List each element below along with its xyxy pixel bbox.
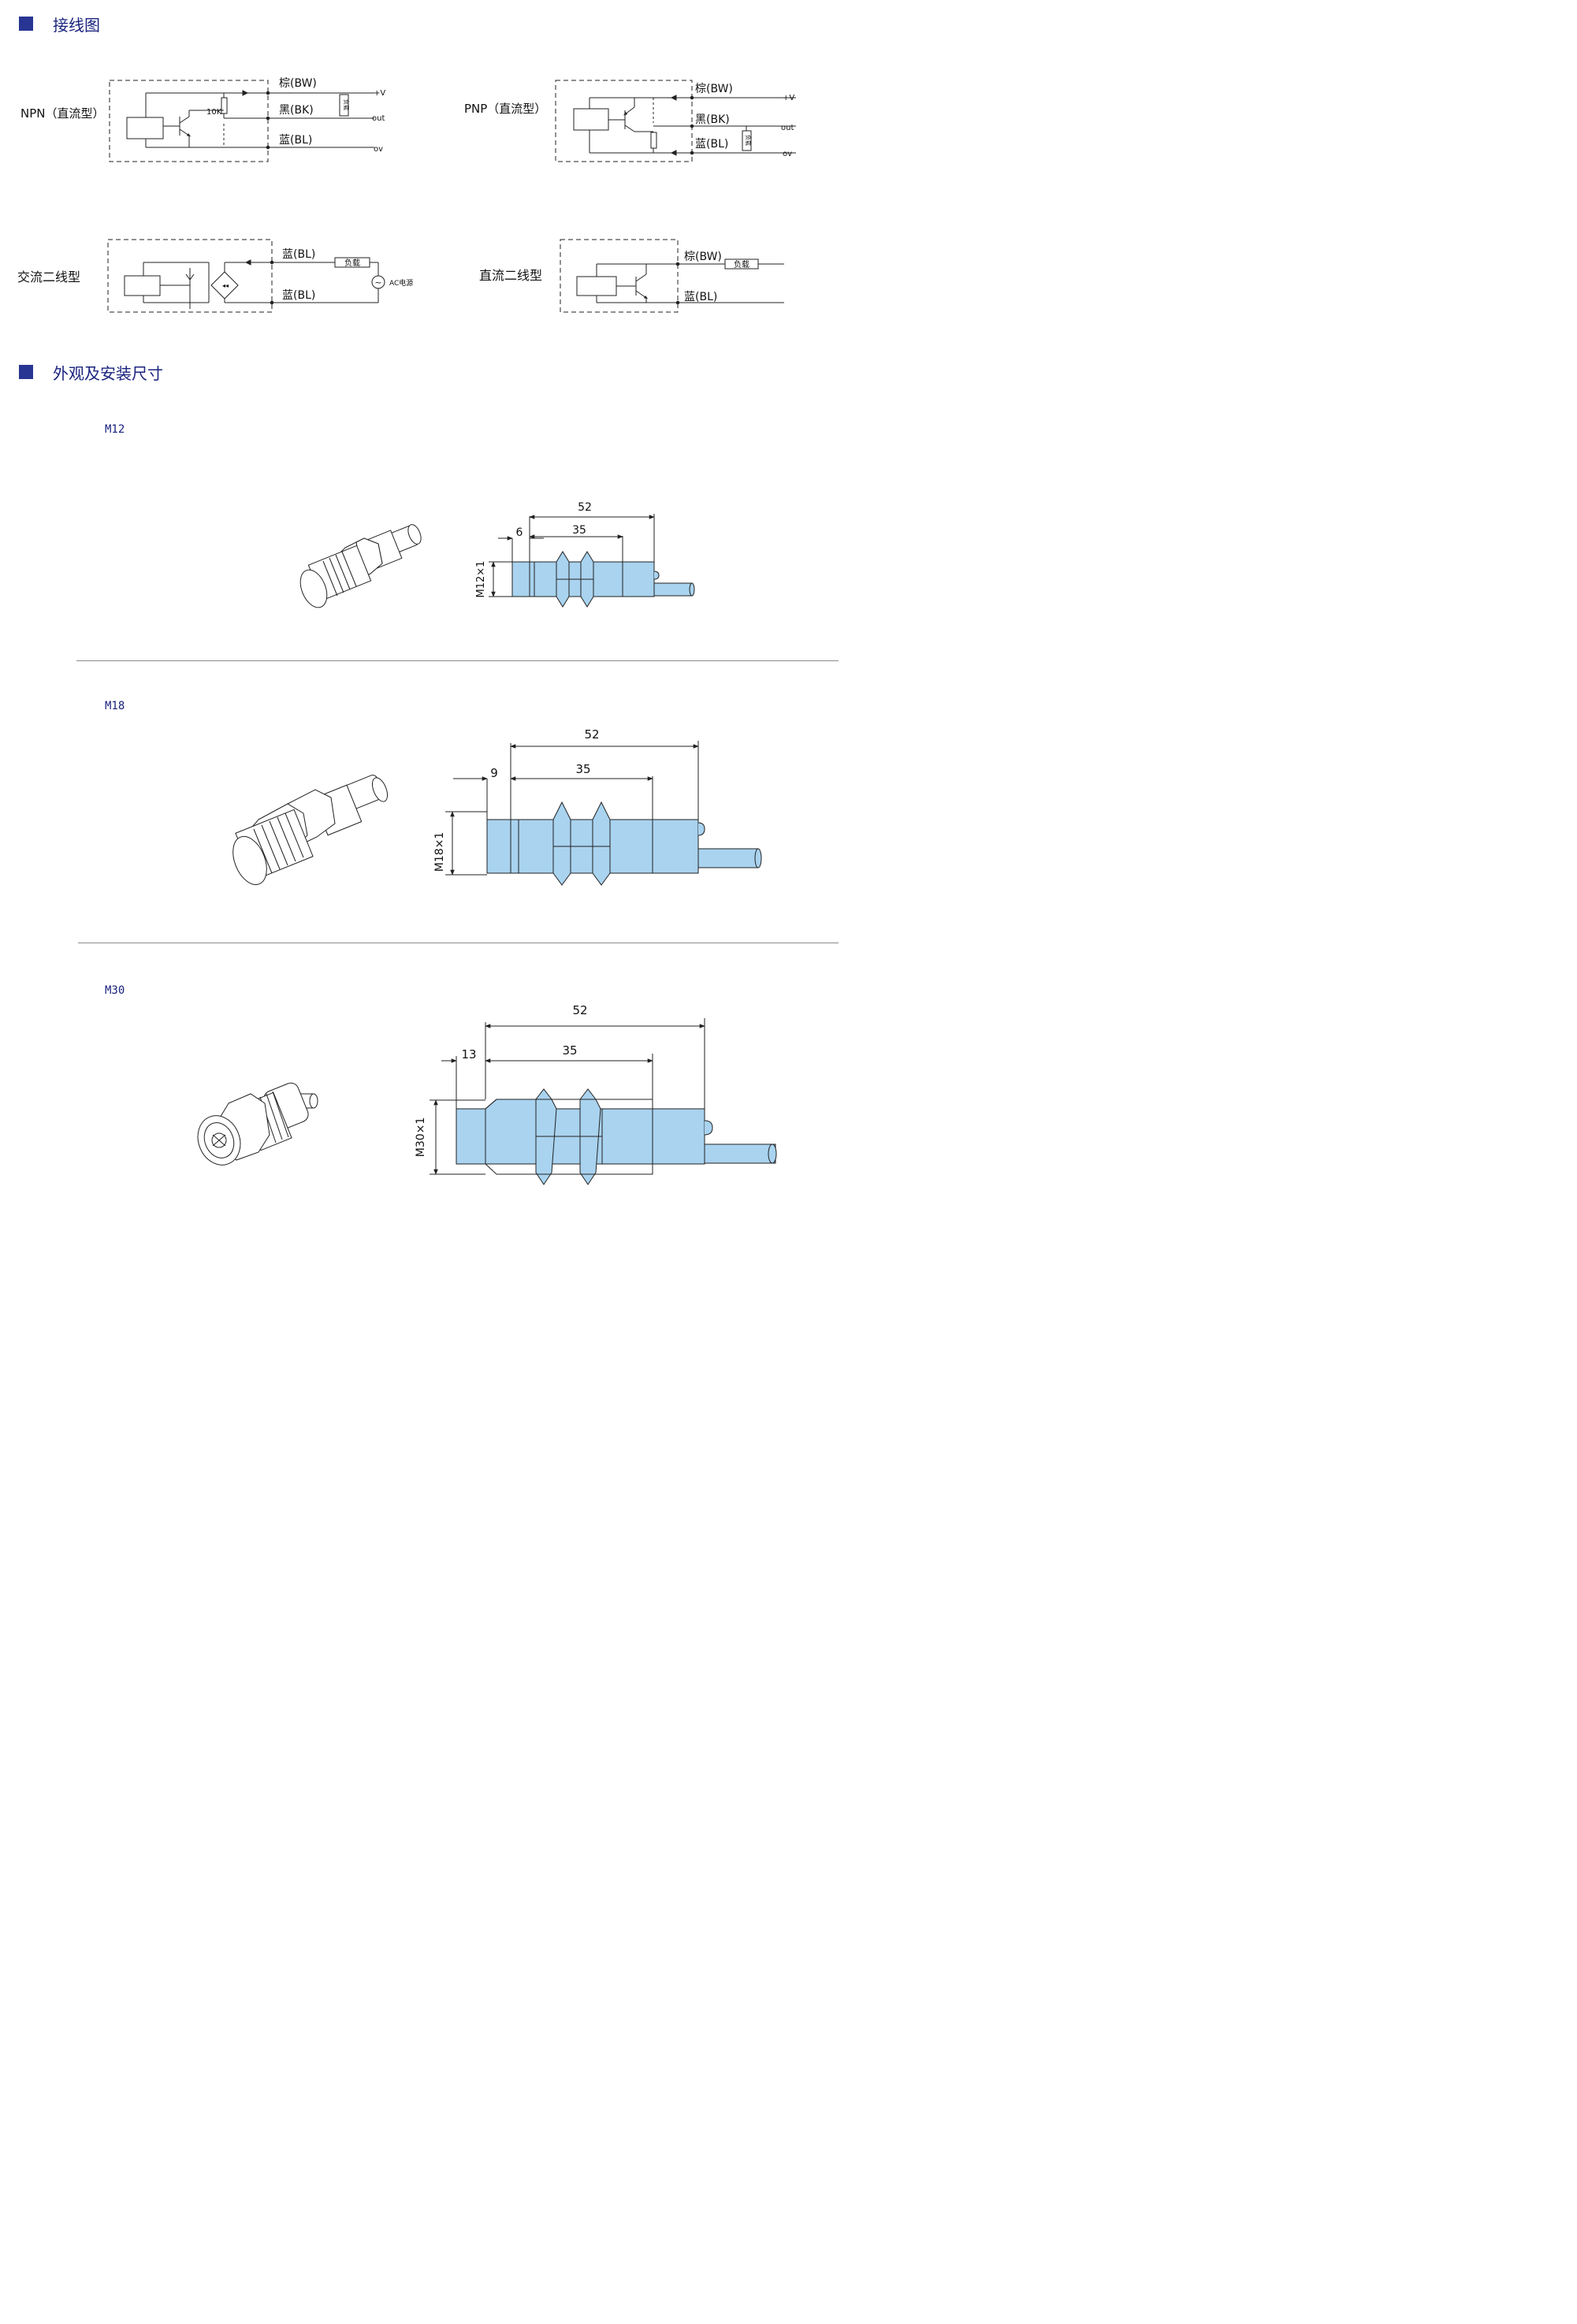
load-label: 负载 bbox=[734, 259, 749, 270]
dim-overall-length: 52 bbox=[584, 727, 599, 742]
wire-label-black: 黑(BK) bbox=[279, 104, 314, 117]
dim-thread: M18×1 bbox=[433, 832, 446, 872]
npn-wiring-diagram: NPN（直流型） 10K 棕(BW) 黑(BK) 蓝(BL) 负载 +V out… bbox=[20, 77, 385, 162]
wire-label-blue-top: 蓝(BL) bbox=[282, 248, 315, 261]
ac-two-wire-diagram: 交流二线型 ◂◂ ~ 蓝(BL) 蓝(BL) 负载 AC电源 bbox=[17, 239, 413, 313]
m12-dimension-drawing: 52 35 6 M12×1 bbox=[475, 501, 695, 608]
terminal-ov: ov bbox=[783, 150, 792, 158]
divider bbox=[76, 660, 839, 661]
wire-label-black: 黑(BK) bbox=[695, 113, 730, 126]
dim-front-length: 6 bbox=[516, 526, 523, 539]
terminal-ov: ov bbox=[374, 145, 383, 154]
dim-overall-length: 52 bbox=[578, 501, 592, 514]
diagram-canvas: NPN（直流型） 10K 棕(BW) 黑(BK) 蓝(BL) 负载 +V out… bbox=[17, 77, 796, 1185]
load-label: 负载 bbox=[343, 99, 350, 110]
load-label: 负载 bbox=[745, 135, 752, 146]
ac-oscillator-block bbox=[124, 275, 161, 296]
ac-source-symbol-label: ~ bbox=[374, 277, 381, 288]
dim-overall-length: 52 bbox=[572, 1003, 587, 1017]
ac-source-symbol bbox=[371, 275, 385, 289]
bullet-square-icon bbox=[19, 17, 33, 31]
ac-source-label: AC电源 bbox=[389, 278, 413, 288]
m12-sensor-illustration bbox=[299, 524, 422, 608]
section-header-dimensions: 外观及安装尺寸 bbox=[19, 363, 163, 383]
section-title: 外观及安装尺寸 bbox=[53, 363, 163, 383]
npn-oscillator-block bbox=[126, 117, 164, 139]
dim-front-length: 9 bbox=[490, 766, 498, 780]
dim-thread: M12×1 bbox=[475, 561, 487, 598]
bullet-square-icon bbox=[19, 365, 33, 379]
pnp-wiring-diagram: PNP（直流型） 棕(BW) 黑(BK) 蓝(BL) 负载 +V out ov bbox=[464, 80, 796, 162]
model-label-m30: M30 bbox=[105, 984, 125, 997]
wire-label-brown: 棕(BW) bbox=[695, 83, 733, 95]
dim-body-length: 35 bbox=[575, 762, 590, 776]
dim-body-length: 35 bbox=[572, 524, 586, 537]
section-header-wiring: 接线图 bbox=[19, 14, 100, 35]
model-label-m12: M12 bbox=[105, 423, 125, 436]
ac-title: 交流二线型 bbox=[17, 270, 80, 284]
npn-sensor-box bbox=[109, 80, 269, 162]
dim-front-length: 13 bbox=[461, 1047, 476, 1062]
terminal-vplus: +V bbox=[374, 89, 385, 98]
pnp-sensor-box bbox=[555, 80, 693, 162]
dim-body-length: 35 bbox=[562, 1043, 577, 1058]
model-label-m18: M18 bbox=[105, 700, 125, 712]
m18-dimension-drawing: 52 35 9 M18×1 bbox=[433, 727, 762, 886]
svg-text:◂◂: ◂◂ bbox=[222, 282, 229, 289]
m18-sensor-illustration bbox=[232, 775, 389, 886]
ac-sensor-box bbox=[107, 239, 273, 313]
m30-sensor-illustration bbox=[197, 1082, 318, 1166]
dc-two-wire-diagram: 直流二线型 棕(BW) 蓝(BL) 负载 bbox=[479, 239, 784, 313]
section-title: 接线图 bbox=[53, 15, 100, 35]
wire-label-blue: 蓝(BL) bbox=[684, 291, 717, 303]
terminal-out: out bbox=[372, 114, 385, 123]
dc-title: 直流二线型 bbox=[479, 268, 542, 283]
m30-dimension-drawing: 52 35 13 M30×1 bbox=[415, 1003, 777, 1185]
wire-label-blue: 蓝(BL) bbox=[279, 134, 312, 147]
dc-oscillator-block bbox=[576, 276, 617, 296]
npn-title: NPN（直流型） bbox=[20, 106, 105, 121]
terminal-out: out bbox=[781, 124, 794, 132]
wire-label-blue: 蓝(BL) bbox=[695, 138, 728, 151]
wire-label-brown: 棕(BW) bbox=[279, 77, 317, 90]
terminal-vplus: +V bbox=[783, 94, 794, 102]
wire-label-blue-bottom: 蓝(BL) bbox=[282, 289, 315, 302]
load-label: 负载 bbox=[344, 258, 360, 268]
wire-label-brown: 棕(BW) bbox=[684, 251, 722, 263]
pnp-title: PNP（直流型） bbox=[464, 102, 546, 116]
dim-thread: M30×1 bbox=[415, 1117, 427, 1158]
dc-sensor-box bbox=[560, 239, 679, 313]
pnp-oscillator-block bbox=[573, 108, 609, 131]
resistor-label: 10K bbox=[206, 108, 222, 117]
